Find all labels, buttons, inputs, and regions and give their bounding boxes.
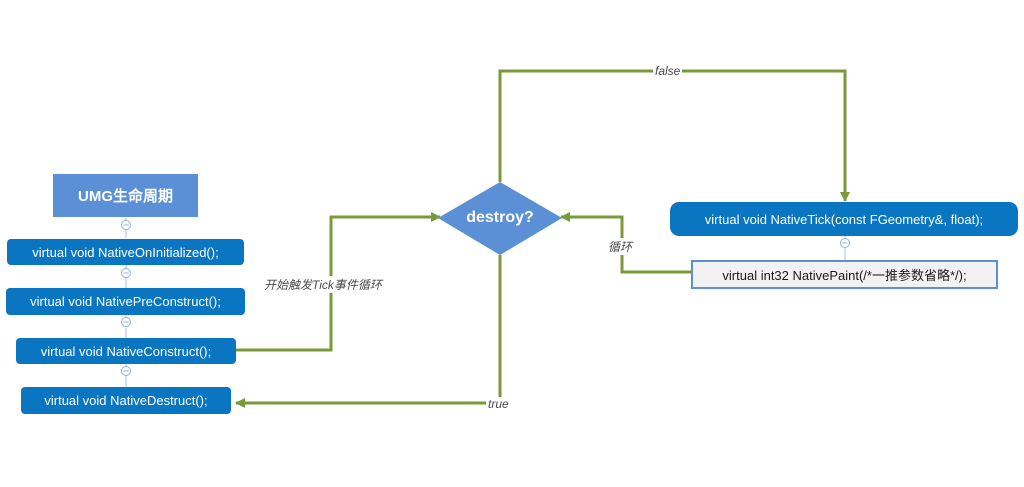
native-pre-construct-node[interactable]: virtual void NativePreConstruct();	[6, 288, 245, 315]
lifecycle-title: UMG生命周期	[53, 174, 198, 217]
edge-label-loop: 循环	[606, 238, 635, 255]
edge-label-start-tick: 开始触发Tick事件循环	[262, 276, 384, 293]
decision-diamond	[438, 182, 562, 255]
decision-label: destroy?	[466, 209, 534, 226]
native-on-initialized-node[interactable]: virtual void NativeOnInitialized();	[7, 239, 244, 265]
native-construct-node[interactable]: virtual void NativeConstruct();	[16, 338, 236, 364]
edge-decision-false-to-tick	[498, 69, 850, 202]
edge-label-false: false	[653, 64, 683, 78]
edge-label-true: true	[486, 397, 511, 411]
native-destruct-node[interactable]: virtual void NativeDestruct();	[21, 387, 231, 414]
native-paint-node[interactable]: virtual int32 NativePaint(/*一推参数省略*/);	[691, 260, 998, 289]
native-tick-node[interactable]: virtual void NativeTick(const FGeometry&…	[670, 202, 1018, 236]
